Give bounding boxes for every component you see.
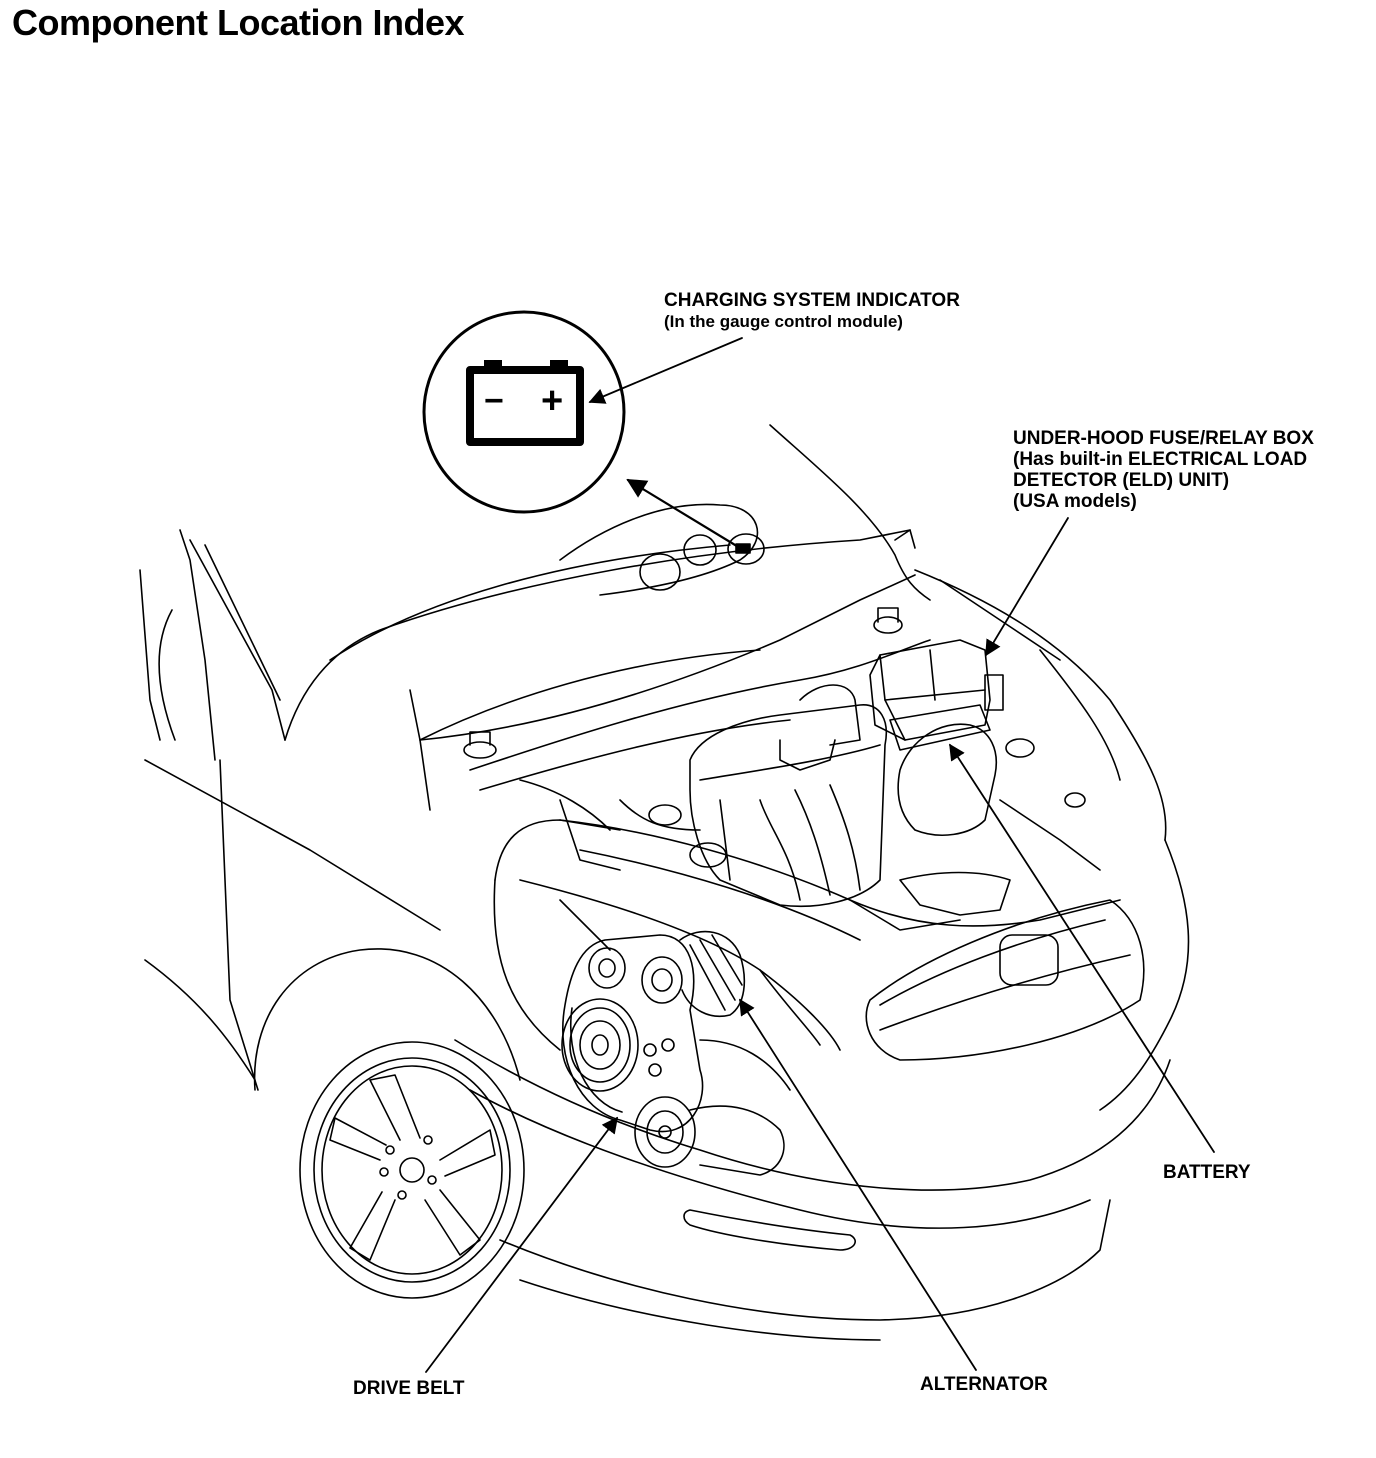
battery-leader <box>949 743 1215 1153</box>
front-wheel <box>253 948 525 1299</box>
label-battery: BATTERY <box>1163 1162 1251 1183</box>
label-charging-indicator: CHARGING SYSTEM INDICATOR (In the gauge … <box>664 290 960 331</box>
car-body-outline <box>139 424 1190 1341</box>
indicator-callout <box>422 310 743 550</box>
fuse-box-leader <box>985 517 1069 657</box>
battery-warning-icon <box>466 366 584 446</box>
drive-belt-leader <box>425 1116 618 1373</box>
icon-minus-glyph: − <box>484 382 504 420</box>
label-drive-belt: DRIVE BELT <box>353 1378 465 1399</box>
leader-lines <box>425 517 1215 1373</box>
alternator-leader <box>739 998 977 1371</box>
label-fuse-relay-box: UNDER-HOOD FUSE/RELAY BOX (Has built-in … <box>1013 428 1314 512</box>
icon-plus-glyph: + <box>541 380 564 422</box>
page-title: Component Location Index <box>12 2 465 43</box>
accessory-drive <box>561 930 791 1176</box>
engine-bay <box>463 607 1101 916</box>
label-alternator: ALTERNATOR <box>920 1374 1048 1395</box>
